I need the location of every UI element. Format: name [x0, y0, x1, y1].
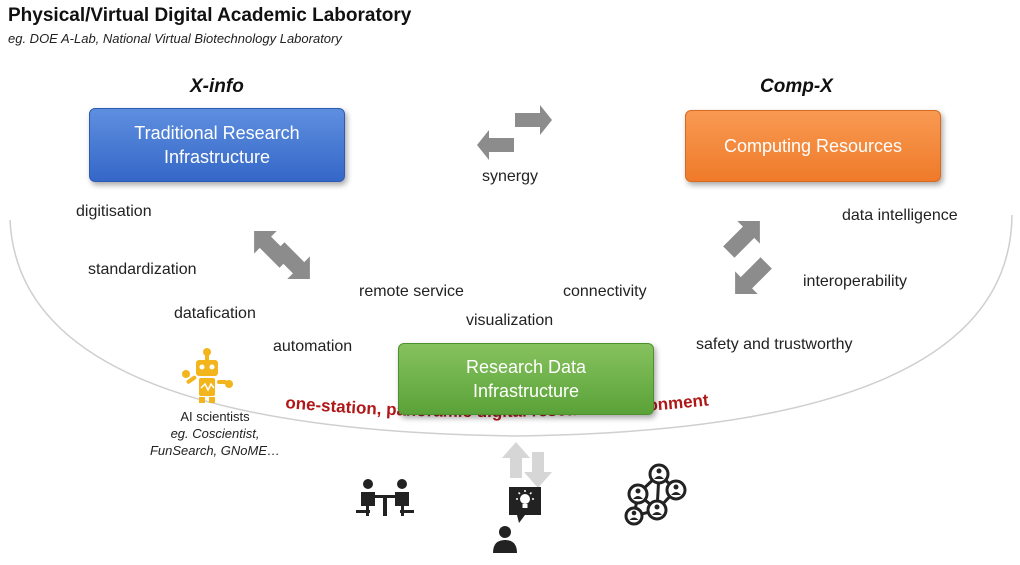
data-exchange-arrows	[502, 442, 552, 488]
arrow-right-icon	[515, 105, 552, 135]
page-subtitle: eg. DOE A-Lab, National Virtual Biotechn…	[8, 31, 342, 46]
label-datafication: datafication	[174, 305, 256, 322]
label-digitisation: digitisation	[76, 203, 152, 220]
synergy-arrows	[477, 105, 552, 160]
computing-resources-box: Computing Resources	[685, 110, 941, 182]
idea-person-icon	[493, 487, 541, 553]
environment-arc	[9, 214, 1013, 437]
arrow-down-left-icon	[735, 257, 772, 295]
label-visualization: visualization	[466, 312, 554, 329]
label-data-intelligence: data intelligence	[842, 207, 958, 224]
research-data-box-line1: Research Data	[465, 357, 587, 377]
arrow-left-icon	[477, 130, 514, 160]
label-synergy: synergy	[482, 168, 539, 185]
right-exchange-arrows	[723, 220, 772, 295]
meeting-icon	[356, 479, 414, 516]
computing-box-label: Computing Resources	[723, 136, 903, 156]
x-info-heading: X-info	[190, 76, 244, 97]
ai-scientists-example1: eg. Coscientist,	[170, 426, 260, 441]
arrow-up-right-icon	[723, 220, 760, 258]
research-data-box-line2: Infrastructure	[472, 381, 580, 401]
label-connectivity: connectivity	[563, 283, 647, 300]
label-safety-trustworthy: safety and trustworthy	[696, 336, 853, 353]
label-standardization: standardization	[88, 261, 197, 278]
arrow-down-right-icon	[273, 242, 310, 280]
traditional-box-line2: Infrastructure	[163, 147, 271, 167]
page-title: Physical/Virtual Digital Academic Labora…	[8, 5, 412, 26]
arrow-up-icon	[502, 442, 530, 478]
ai-scientists-caption: AI scientists eg. Coscientist, FunSearch…	[140, 408, 290, 459]
label-interoperability: interoperability	[803, 273, 908, 290]
label-remote-service: remote service	[359, 283, 464, 300]
arrow-down-icon	[524, 452, 552, 488]
comp-x-heading: Comp-X	[760, 76, 833, 97]
ai-scientists-title: AI scientists	[180, 409, 250, 424]
network-people-icon	[624, 463, 687, 526]
research-data-infrastructure-box: Research Data Infrastructure	[398, 343, 654, 415]
left-exchange-arrows	[254, 230, 310, 280]
robot-icon	[182, 348, 233, 403]
traditional-research-infrastructure-box: Traditional Research Infrastructure	[89, 108, 345, 182]
label-automation: automation	[273, 338, 353, 355]
ai-scientists-example2: FunSearch, GNoME…	[149, 443, 281, 458]
traditional-box-line1: Traditional Research	[134, 123, 300, 143]
